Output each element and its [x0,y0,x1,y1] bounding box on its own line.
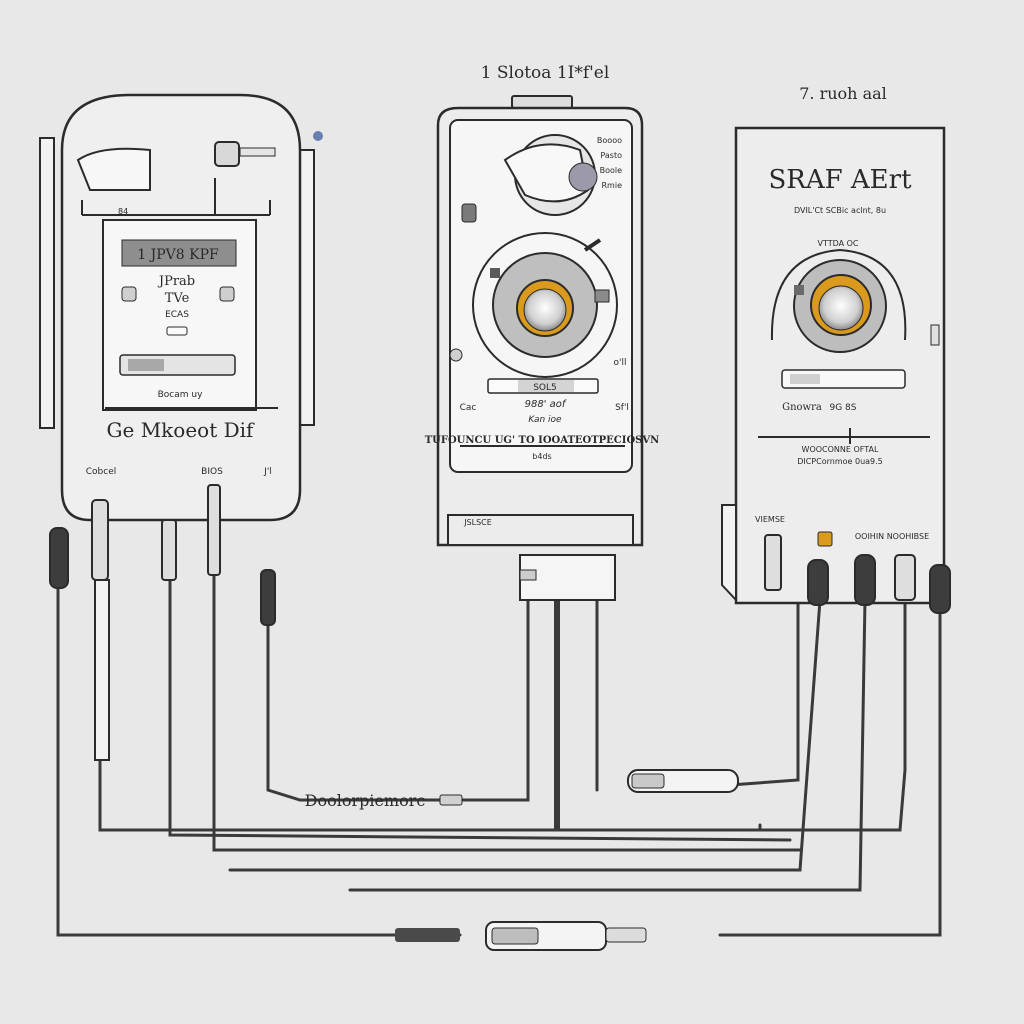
device2-sub: 988' aof [525,399,567,410]
device2-dial [449,232,618,378]
device3-dial-label: VTTDA OC [817,239,858,248]
device1-line3: ECAS [165,310,189,320]
device2-side3: Boole [600,166,623,175]
connector-right [627,769,739,793]
device1-probes [49,484,276,761]
connector-label-tip [439,794,463,806]
top-title-3: 7. ruoh aal [799,84,887,103]
labels: 1 Slotoa 1I*f'el 7. ruoh aal 84 1 JPV8 K… [86,63,929,810]
device3-status2: 9G 8S [830,403,857,413]
device3-plugs [764,534,951,614]
device3-port-left: VIEMSE [755,515,785,524]
cable-dev3-1 [728,598,800,787]
cable-probe-2 [168,568,792,842]
device2-left-tag: Cac [460,403,477,413]
device1-footer: Bocam uy [158,390,203,400]
device-3 [721,126,951,614]
device1-port-a: Cobcel [86,467,117,477]
device-1 [39,93,323,761]
device1-top-tag: 84 [118,207,128,216]
device3-sub: DVIL'Ct SCBic aclnt, 8u [794,206,886,215]
device1-display [121,239,237,267]
device2-top-clip [511,95,573,109]
device1-side-rail [39,137,55,429]
device1-display-text: 1 JPV8 KPF [137,247,219,263]
device3-info1: WOOCONNE OFTAL [802,445,879,454]
device2-caption: TUFOUNCU UG' TO IOOATEOTPECIOSVN [425,435,660,446]
device1-line1: JPrab [157,274,195,289]
device3-status: Gnowra [782,402,822,413]
device3-info2: DICPCornmoe 0ua9.5 [797,457,883,466]
device1-line2: TVe [165,291,190,306]
cable-probe-4 [266,618,442,802]
device2-right-tag2: o'll [614,358,627,368]
device3-dial [770,248,907,353]
device2-side4: Rmie [602,181,623,190]
cable-dev3-4 [758,768,907,832]
connector-bottom [395,921,647,951]
top-title-2: 1 Slotoa 1I*f'el [481,63,610,83]
device3-body [734,126,946,605]
device2-base [447,514,634,546]
cable-left-outer [56,558,462,937]
device3-port-right: OOIHIN NOOHIBSE [855,532,929,541]
device2-caption-sub: b4ds [532,452,551,461]
device2-side1: Boooo [597,136,622,145]
device-2 [436,95,644,601]
device2-side2: Pasto [600,151,622,160]
cable-probe-3 [212,568,802,852]
cable-mid-1 [228,598,822,872]
cable-mid-2 [348,598,867,892]
device2-bottom: Kan ioe [528,415,562,425]
cable-label: Doolorpiemorc [305,791,426,810]
cable-dev2-1 [438,558,530,802]
cable-bundle [56,557,942,937]
device1-name: Ge Mkoeot Dif [107,418,256,442]
device2-base: JSLSCE [463,518,492,527]
device2-right-tag: Sf'l [615,403,629,413]
device1-port-c: J'l [263,467,272,477]
device2-slot-text: SOL5 [533,383,557,393]
device1-port-b: BIOS [201,467,223,477]
cable-dev3-3 [718,598,942,937]
device3-brand: SRAF AErt [768,165,912,195]
